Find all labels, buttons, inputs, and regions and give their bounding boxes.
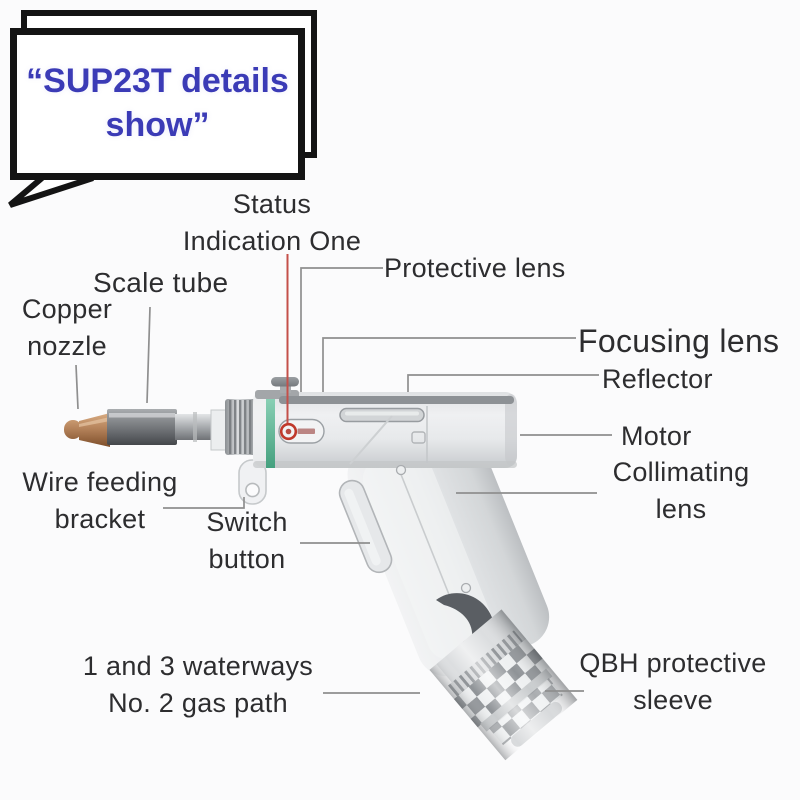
label-copper-nozzle: Copper nozzle (21, 294, 113, 361)
label-motor: Motor (621, 421, 692, 451)
knurled-collar (225, 399, 256, 455)
callout-lines (75, 267, 612, 694)
bubble-title: “SUP23T details show” (26, 62, 289, 144)
switch-button-part (338, 479, 393, 574)
vent-slot (339, 407, 425, 423)
label-wire-feeding-bracket: Wire feeding bracket (22, 467, 178, 534)
speech-bubble: “SUP23T details show” (10, 28, 305, 180)
label-status-indication: Status Indication One (182, 189, 362, 256)
green-stripe (266, 392, 275, 468)
label-switch-button: Switch button (206, 507, 288, 574)
top-knob (271, 377, 299, 393)
callout-line-wire-feeding (163, 497, 245, 509)
label-reflector: Reflector (602, 364, 713, 394)
status-indicator-pill (278, 418, 325, 444)
callout-line-reflector (407, 374, 599, 392)
qbh-connector (429, 609, 578, 761)
wire-feeding-bracket-part (238, 459, 267, 505)
scale-tube-part (107, 409, 177, 445)
label-protective-lens: Protective lens (384, 253, 566, 283)
label-waterways-gas-path: 1 and 3 waterways No. 2 gas path (82, 651, 314, 718)
speech-bubble-tail (8, 175, 94, 208)
label-focusing-lens: Focusing lens (578, 323, 780, 359)
callout-line-protective-lens (300, 267, 383, 392)
callout-line-focusing-lens (322, 337, 576, 392)
gun-body (253, 377, 517, 468)
callout-line-copper-nozzle (75, 364, 79, 410)
callout-line-scale-tube (146, 306, 151, 404)
status-led-circle (279, 422, 298, 441)
copper-nozzle-part (64, 413, 110, 447)
label-qbh-protective-sleeve: QBH protective sleeve (579, 648, 767, 715)
nozzle-shaft (175, 409, 229, 451)
label-scale-tube: Scale tube (93, 267, 229, 298)
status-callout (279, 254, 298, 441)
label-collimating-lens: Collimating lens (612, 457, 750, 524)
